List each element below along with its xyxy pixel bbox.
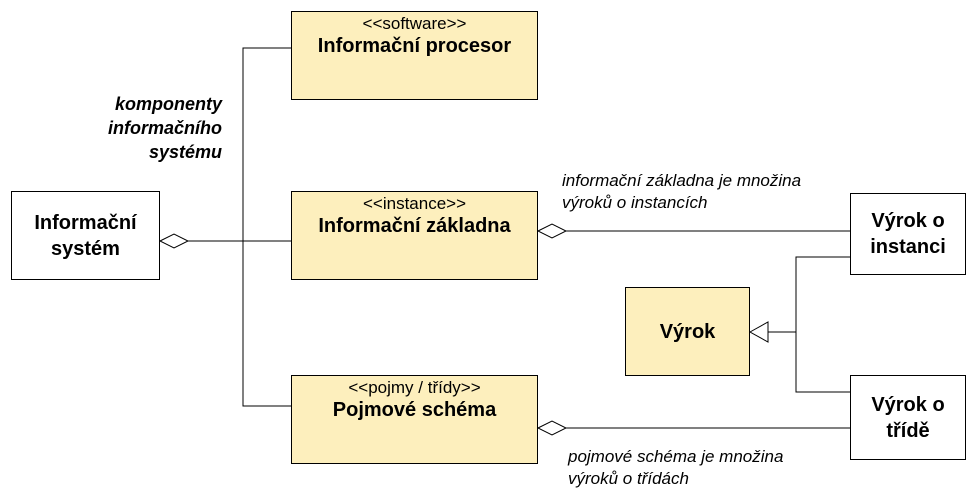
aggregation-diamond-schema — [536, 420, 568, 436]
generalization-triangle — [748, 321, 769, 343]
note-komponenty: komponenty informačního systému — [60, 92, 222, 164]
class-name-line2: třídě — [886, 419, 930, 442]
note-line: systému — [148, 142, 222, 162]
class-name: Pojmové schéma — [332, 399, 497, 421]
class-name: Informační základna — [318, 215, 511, 237]
composition-branch-line — [242, 47, 291, 407]
class-vyrok-o-instanci[interactable]: Výrok o instanci — [850, 193, 966, 275]
class-name-line1: Výrok o — [871, 393, 945, 416]
class-name-line2: instanci — [870, 236, 946, 258]
class-informacni-procesor[interactable]: <<software>> Informační procesor — [291, 11, 538, 100]
generalization-line — [795, 256, 850, 393]
class-name-line2: systém — [51, 237, 120, 260]
note-line: pojmové schéma je množina — [568, 447, 784, 466]
note-line: informačního — [107, 118, 222, 138]
class-name: Informační procesor — [317, 35, 512, 57]
class-informacni-zakladna[interactable]: <<instance>> Informační základna — [291, 191, 538, 280]
stereotype-label: <<pojmy / třídy>> — [348, 378, 481, 397]
stereotype-label: <<instance>> — [362, 194, 467, 213]
class-name: Výrok — [659, 320, 716, 343]
aggregation-diamond-zakladna — [536, 223, 568, 239]
class-vyrok-o-tride[interactable]: Výrok o třídě — [850, 375, 966, 460]
composition-diamond-system — [158, 233, 190, 249]
note-informacni-zakladna: informační základna je množina výroků o … — [562, 170, 862, 214]
note-line: výroků o třídách — [568, 469, 689, 488]
stereotype-label: <<software>> — [362, 14, 467, 33]
class-name-line1: Výrok o — [871, 210, 945, 232]
class-name-line1: Informační — [34, 211, 137, 234]
note-line: informační základna je množina — [562, 171, 802, 190]
class-vyrok[interactable]: Výrok — [625, 287, 750, 376]
note-line: komponenty — [114, 94, 222, 114]
note-pojmove-schema: pojmové schéma je množina výroků o třídá… — [568, 446, 858, 490]
class-pojmove-schema[interactable]: <<pojmy / třídy>> Pojmové schéma — [291, 375, 538, 464]
note-line: výroků o instancích — [562, 193, 708, 212]
class-informacni-system[interactable]: Informační systém — [11, 191, 160, 280]
